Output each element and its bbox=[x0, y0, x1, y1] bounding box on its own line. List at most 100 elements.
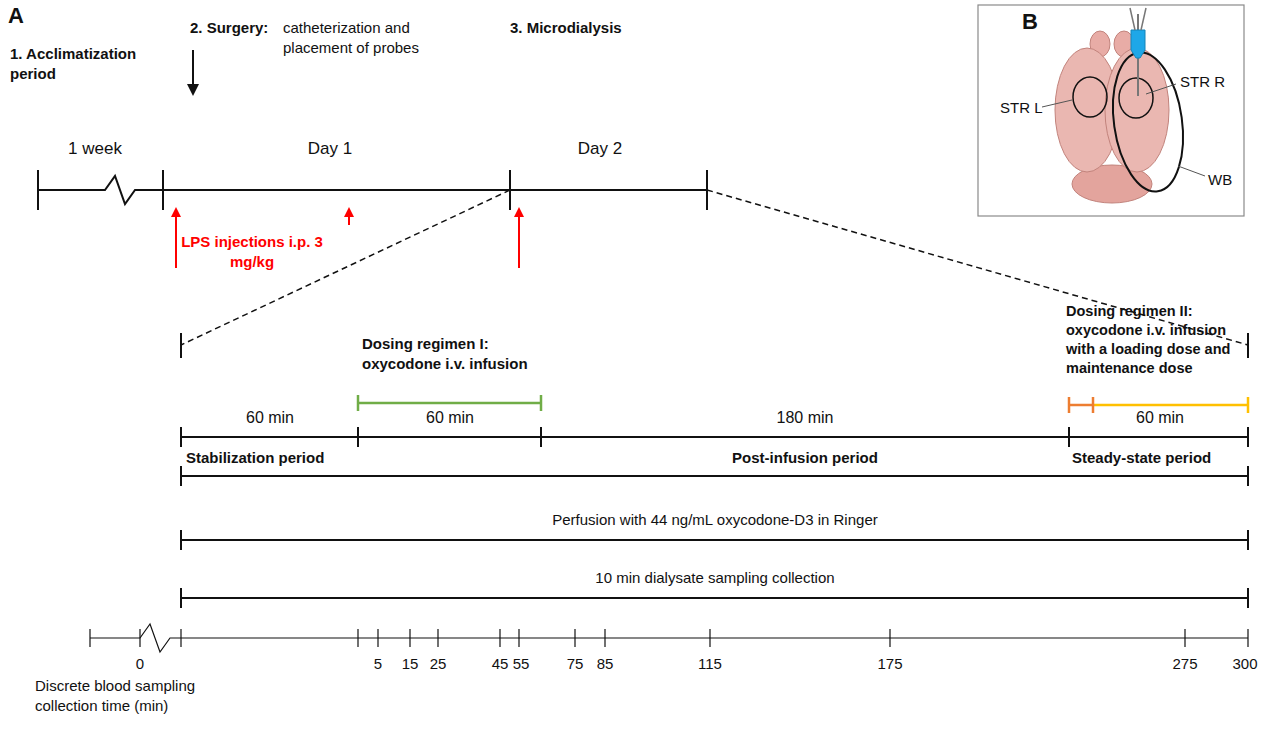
time-value: 55 bbox=[513, 654, 530, 674]
tick bbox=[1068, 427, 1070, 447]
tick bbox=[357, 427, 359, 447]
period-axis bbox=[181, 436, 1248, 438]
stage-heading: 3. Microdialysis bbox=[510, 18, 622, 38]
duration-label: 60 min bbox=[246, 408, 294, 429]
panel-frame bbox=[978, 5, 1244, 216]
lps-arrow bbox=[518, 212, 520, 268]
loading-dose-bar bbox=[1069, 397, 1093, 413]
tick bbox=[37, 170, 39, 210]
tick bbox=[1247, 629, 1248, 647]
period-name: Post-infusion period bbox=[732, 448, 878, 468]
tick bbox=[180, 466, 182, 486]
tick bbox=[89, 629, 90, 647]
panel-letter: A bbox=[8, 2, 24, 31]
region-label: STR L bbox=[1000, 98, 1043, 118]
duration-label: 60 min bbox=[426, 408, 474, 429]
tick bbox=[437, 629, 438, 647]
time-value: 45 bbox=[492, 654, 509, 674]
str-r-region bbox=[1119, 78, 1153, 118]
time-value: 5 bbox=[374, 654, 382, 674]
tick bbox=[540, 427, 542, 447]
brain-panel bbox=[978, 5, 1244, 216]
main-timeline bbox=[38, 50, 707, 210]
time-value: 275 bbox=[1172, 654, 1197, 674]
duration-label: 180 min bbox=[777, 408, 834, 429]
tick bbox=[139, 629, 140, 647]
tick bbox=[357, 395, 360, 411]
timeline-axis bbox=[38, 176, 707, 204]
wb-region bbox=[1105, 48, 1192, 196]
tick bbox=[1247, 530, 1249, 550]
tick bbox=[409, 629, 410, 647]
tick bbox=[1247, 466, 1249, 486]
time-value: 0 bbox=[136, 654, 144, 674]
infusion-bar bbox=[358, 395, 541, 411]
period-label: Day 1 bbox=[308, 138, 352, 160]
duration-label: 60 min bbox=[1136, 408, 1184, 429]
stage-heading: 2. Surgery: bbox=[190, 18, 268, 38]
region-label: STR R bbox=[1180, 72, 1225, 92]
tick bbox=[180, 427, 182, 447]
probe-tubing bbox=[1130, 8, 1135, 30]
axis-title: Discrete blood sampling collection time … bbox=[35, 676, 240, 715]
stage-heading: 1. Acclimatization period bbox=[10, 44, 150, 83]
time-value: 115 bbox=[698, 654, 722, 674]
period-label: 1 week bbox=[68, 138, 122, 160]
str-l-region bbox=[1073, 77, 1107, 117]
bar bbox=[358, 402, 541, 405]
region-label: WB bbox=[1208, 170, 1232, 190]
tick bbox=[518, 629, 519, 647]
dosing-label: Dosing regimen I: oxycodone i.v. infusio… bbox=[362, 334, 547, 373]
perfusion-bar bbox=[181, 539, 1248, 541]
time-value: 75 bbox=[567, 654, 584, 674]
time-value: 25 bbox=[430, 654, 447, 674]
time-value: 175 bbox=[877, 654, 902, 674]
tick bbox=[1247, 427, 1249, 447]
tick bbox=[1068, 397, 1071, 413]
dosing-label: Dosing regimen II: oxycodone i.v. infusi… bbox=[1066, 302, 1254, 377]
sampling-note: 10 min dialysate sampling collection bbox=[595, 568, 834, 588]
leader-line bbox=[1042, 100, 1072, 107]
tick bbox=[357, 629, 358, 647]
tick bbox=[180, 333, 182, 358]
injection-note: LPS injections i.p. 3 mg/kg bbox=[177, 232, 327, 271]
tick bbox=[180, 588, 182, 608]
leader-line bbox=[1178, 166, 1205, 176]
tick bbox=[1184, 629, 1185, 647]
tick bbox=[180, 629, 181, 647]
probe-tubing bbox=[1141, 8, 1146, 30]
tick bbox=[1247, 588, 1249, 608]
tick bbox=[709, 629, 710, 647]
tick bbox=[499, 629, 500, 647]
tick bbox=[574, 629, 575, 647]
period-name: Stabilization period bbox=[186, 448, 324, 468]
period-name: Steady-state period bbox=[1072, 448, 1211, 468]
lps-arrow bbox=[348, 212, 350, 225]
sample-ticks bbox=[90, 629, 1248, 647]
lps-arrow bbox=[175, 212, 177, 268]
tick bbox=[180, 530, 182, 550]
time-value: 300 bbox=[1232, 654, 1257, 674]
tick bbox=[540, 395, 543, 411]
period-label: Day 2 bbox=[578, 138, 622, 160]
axis bbox=[90, 624, 1248, 652]
tick bbox=[377, 629, 378, 647]
time-value: 15 bbox=[402, 654, 419, 674]
leader-line bbox=[1146, 84, 1176, 94]
bar bbox=[1093, 404, 1248, 407]
sampling-bar bbox=[181, 597, 1248, 599]
blood-sampling-axis bbox=[90, 624, 1248, 652]
surgery-arrow bbox=[192, 50, 194, 90]
period-bar bbox=[181, 475, 1248, 477]
time-value: 85 bbox=[597, 654, 614, 674]
tick bbox=[604, 629, 605, 647]
tick bbox=[162, 170, 164, 210]
stage-description: catheterization and placement of probes bbox=[283, 18, 453, 57]
tick bbox=[1247, 333, 1249, 358]
tick bbox=[1247, 397, 1250, 413]
perfusion-note: Perfusion with 44 ng/mL oxycodone-D3 in … bbox=[552, 510, 877, 530]
tick bbox=[889, 629, 890, 647]
tick bbox=[1092, 397, 1095, 413]
panel-letter: B bbox=[1022, 8, 1038, 37]
